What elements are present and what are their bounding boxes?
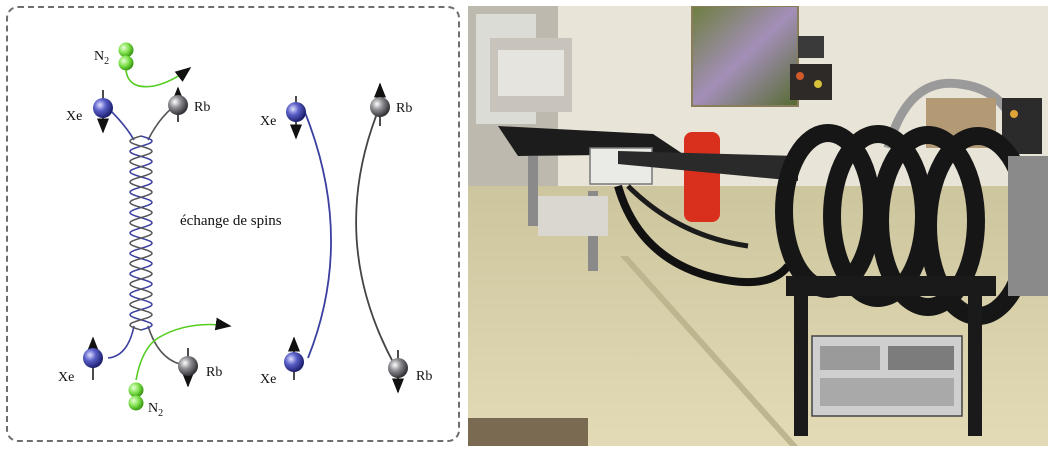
n2-top-label: N2 bbox=[94, 49, 109, 67]
rb-bottom-label: Rb bbox=[206, 365, 222, 380]
laboratory-photo-drawing bbox=[468, 6, 1048, 446]
lab-bench-shelf bbox=[538, 196, 608, 236]
xe-right-top-label: Xe bbox=[260, 114, 276, 129]
floor-seam bbox=[620, 256, 798, 446]
spin-exchange-caption: échange de spins bbox=[180, 213, 282, 229]
wall-monitor bbox=[798, 36, 824, 58]
rb-top-label: Rb bbox=[194, 100, 210, 115]
right-equipment bbox=[1008, 156, 1048, 296]
wall-painting bbox=[691, 6, 799, 107]
equipment-cart bbox=[786, 276, 996, 296]
helix-strand bbox=[129, 135, 153, 331]
rb-right-top-label: Rb bbox=[396, 101, 412, 116]
rb-top-atom bbox=[168, 95, 188, 115]
controller-knob-3 bbox=[1010, 110, 1018, 118]
foreground-desk bbox=[468, 418, 588, 446]
cart-leg-2 bbox=[968, 296, 982, 436]
rack-panel-3 bbox=[820, 378, 954, 406]
helix-strand bbox=[129, 135, 153, 331]
controller-knob-1 bbox=[796, 72, 804, 80]
cable-bundle bbox=[614, 184, 792, 287]
rb-bottom-atom bbox=[178, 356, 198, 376]
xe-bottom-atom bbox=[83, 348, 103, 368]
n2-bottom-atom-2 bbox=[128, 395, 144, 411]
diagram-canvas: N2 Xe Rb Xe Rb N2 échange de spins Xe bbox=[58, 42, 432, 419]
optical-tube bbox=[618, 151, 798, 181]
rb-path-top bbox=[147, 107, 173, 141]
n2-bottom-label: N2 bbox=[148, 401, 163, 419]
rb-binary-path bbox=[355, 105, 395, 365]
cable-bundle-2 bbox=[626, 184, 749, 249]
xe-path-top bbox=[109, 109, 135, 141]
rack-panel-1 bbox=[820, 346, 880, 370]
n2-bottom-atom-1 bbox=[128, 382, 144, 398]
lab-cabinet-front bbox=[498, 50, 564, 96]
lab-bench-leg-1 bbox=[528, 156, 538, 226]
xe-top-label: Xe bbox=[66, 109, 82, 124]
rack-panel-2 bbox=[888, 346, 954, 370]
helix bbox=[129, 135, 153, 331]
coil-3 bbox=[871, 126, 985, 316]
n2-top-atom-2 bbox=[118, 55, 134, 71]
controller-knob-2 bbox=[814, 80, 822, 88]
rb-path-bottom bbox=[147, 325, 181, 365]
rb-right-top-atom bbox=[370, 97, 390, 117]
rb-right-bottom-label: Rb bbox=[416, 369, 432, 384]
n2-top-path bbox=[125, 67, 192, 88]
n2-bottom-path bbox=[135, 317, 232, 381]
xe-path-bottom bbox=[107, 325, 135, 359]
rb-right-bottom-atom bbox=[388, 358, 408, 378]
laboratory-photo bbox=[468, 6, 1048, 446]
cart-leg-1 bbox=[794, 296, 808, 436]
wall-controller-1 bbox=[790, 64, 832, 100]
xe-binary-path bbox=[303, 109, 332, 359]
spin-exchange-diagram: N2 Xe Rb Xe Rb N2 échange de spins Xe bbox=[6, 6, 460, 442]
xe-top-atom bbox=[93, 98, 113, 118]
xe-right-bottom-atom bbox=[284, 352, 304, 372]
xe-right-top-atom bbox=[286, 102, 306, 122]
xe-bottom-label: Xe bbox=[58, 370, 74, 385]
xe-right-bottom-label: Xe bbox=[260, 372, 276, 387]
n2-top-atom-1 bbox=[118, 42, 134, 58]
gas-cylinder bbox=[684, 132, 720, 222]
